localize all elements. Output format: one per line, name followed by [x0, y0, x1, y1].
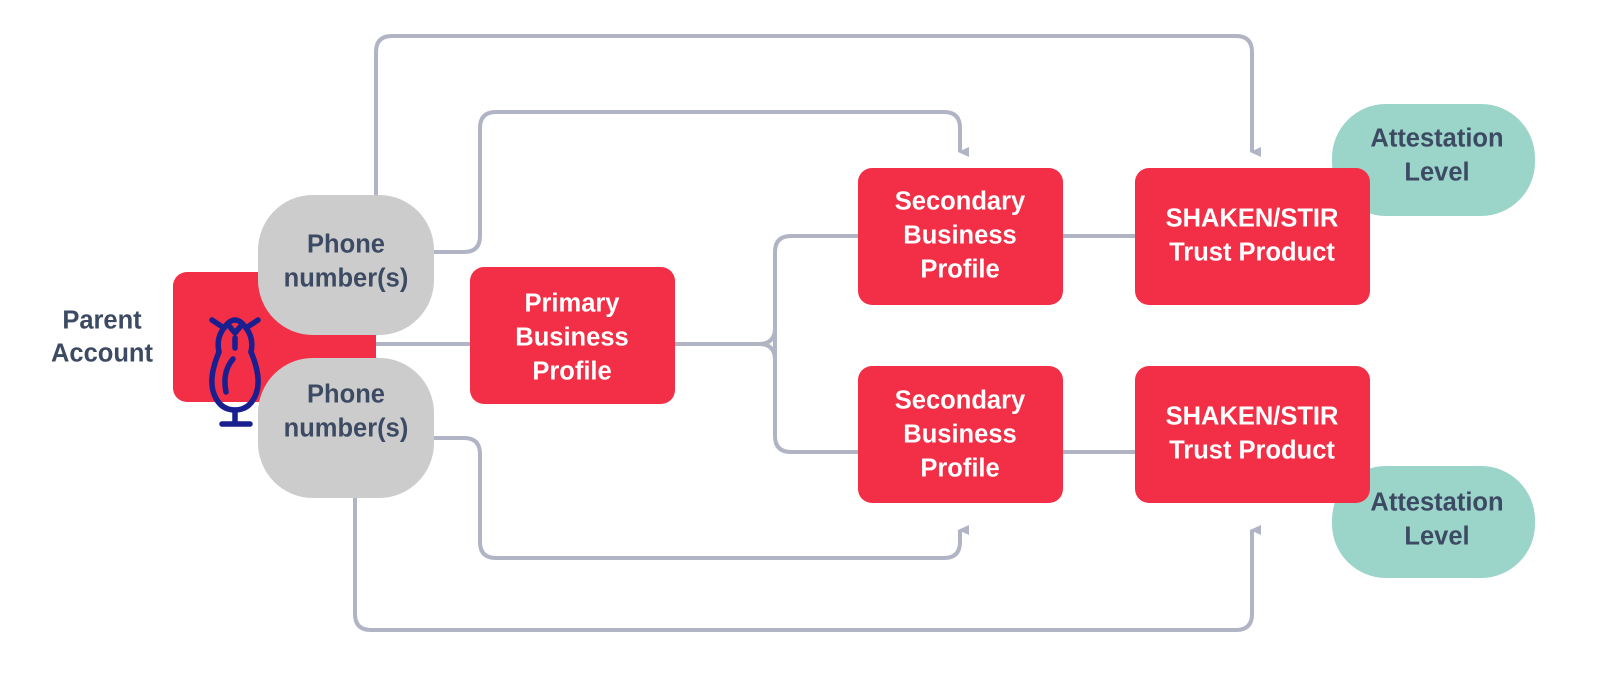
phone-numbers-top-label: Phone number(s): [284, 231, 409, 293]
svg-text:Attestation: Attestation: [1370, 125, 1503, 153]
svg-text:Business: Business: [903, 222, 1016, 250]
parent-account-label: Parent Account: [51, 307, 154, 368]
svg-text:Secondary: Secondary: [895, 188, 1026, 216]
primary-business-profile-label: Primary Business Profile: [515, 290, 628, 386]
svg-text:number(s): number(s): [284, 415, 409, 443]
connector-fork-to-secondary-bottom: [773, 344, 860, 454]
svg-text:Level: Level: [1404, 159, 1469, 187]
secondary-business-profile-bottom-label: Secondary Business Profile: [895, 387, 1026, 483]
attestation-level-top-label: Attestation Level: [1370, 125, 1503, 187]
phone-numbers-top-pill[interactable]: [258, 195, 434, 335]
trust-product-bottom-label: SHAKEN/STIR Trust Product: [1166, 403, 1339, 465]
svg-text:SHAKEN/STIR: SHAKEN/STIR: [1166, 205, 1339, 233]
svg-text:Business: Business: [515, 324, 628, 352]
trust-product-top-label: SHAKEN/STIR Trust Product: [1166, 205, 1339, 267]
svg-text:Profile: Profile: [532, 358, 611, 386]
svg-text:number(s): number(s): [284, 265, 409, 293]
connector-phone-bottom-to-secondary-bottom: [432, 436, 969, 560]
svg-text:Level: Level: [1404, 523, 1469, 551]
svg-text:Primary: Primary: [525, 290, 621, 318]
attestation-level-top-pill[interactable]: [1332, 104, 1535, 216]
svg-text:SHAKEN/STIR: SHAKEN/STIR: [1166, 403, 1339, 431]
trust-product-bottom-box[interactable]: [1135, 366, 1370, 503]
secondary-business-profile-top-label: Secondary Business Profile: [895, 188, 1026, 284]
svg-text:Account: Account: [51, 340, 154, 368]
svg-text:Secondary: Secondary: [895, 387, 1026, 415]
owl-icon: [209, 317, 261, 427]
connector-fork-joint: [758, 327, 777, 361]
trust-product-top-box[interactable]: [1135, 168, 1370, 305]
svg-text:Phone: Phone: [307, 231, 385, 259]
phone-numbers-bottom-pill[interactable]: [258, 358, 434, 498]
svg-text:Trust Product: Trust Product: [1169, 239, 1335, 267]
svg-text:Trust Product: Trust Product: [1169, 437, 1335, 465]
svg-text:Attestation: Attestation: [1370, 489, 1503, 517]
connector-phone-top-to-trust-top: [374, 34, 1261, 232]
connector-phone-bottom-to-trust-bottom: [353, 460, 1261, 632]
secondary-business-profile-bottom-box[interactable]: [858, 366, 1063, 503]
primary-business-profile-box[interactable]: [470, 267, 675, 404]
attestation-level-bottom-label: Attestation Level: [1370, 489, 1503, 551]
svg-text:Business: Business: [903, 421, 1016, 449]
svg-text:Phone: Phone: [307, 381, 385, 409]
phone-numbers-bottom-label: Phone number(s): [284, 381, 409, 443]
secondary-business-profile-top-box[interactable]: [858, 168, 1063, 305]
attestation-level-bottom-pill[interactable]: [1332, 466, 1535, 578]
svg-text:Parent: Parent: [62, 307, 142, 335]
attestation-layer: [1332, 104, 1535, 578]
svg-text:Profile: Profile: [920, 455, 999, 483]
connector-fork-to-secondary-top: [773, 234, 860, 344]
svg-text:Profile: Profile: [920, 256, 999, 284]
connector-layer: [353, 34, 1261, 632]
connector-phone-top-to-secondary-top: [432, 110, 969, 254]
